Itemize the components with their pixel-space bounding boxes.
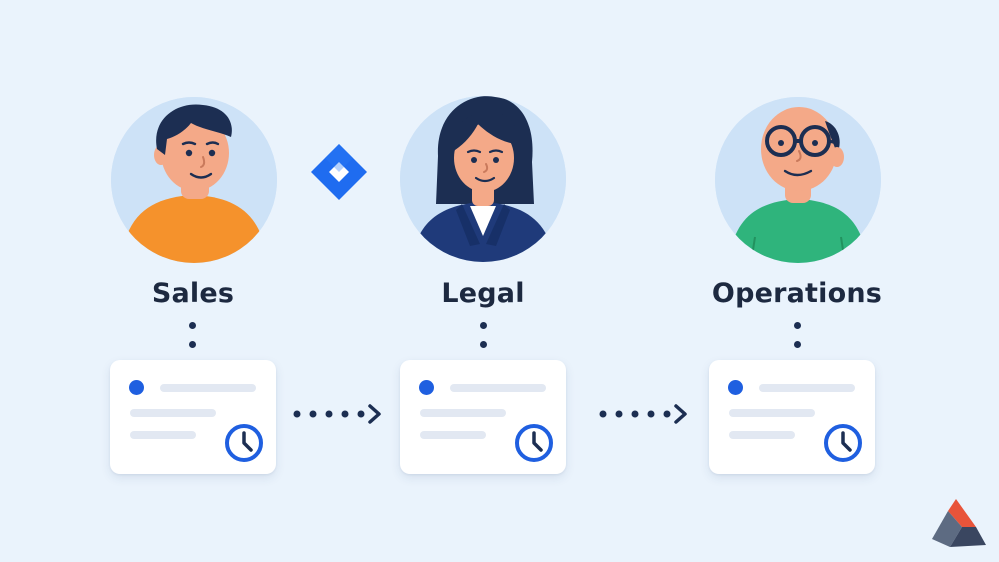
status-dot [129,380,144,395]
clock-icon [823,423,863,463]
placeholder-line [729,409,815,417]
dotted-arrow-icon [292,402,384,426]
legal-avatar [400,96,566,262]
operations-avatar [715,97,881,263]
team-label-legal: Legal [441,278,525,309]
sales-avatar [111,97,277,263]
connector-dots [480,322,488,360]
placeholder-line [420,431,486,439]
status-dot [728,380,743,395]
clock-icon [224,423,264,463]
placeholder-line [450,384,546,392]
team-label-operations: Operations [711,278,883,309]
task-card-operations [709,360,875,474]
team-label-sales: Sales [151,278,235,309]
placeholder-line [130,431,196,439]
jira-diamond-icon [309,142,369,202]
placeholder-line [759,384,855,392]
placeholder-line [729,431,795,439]
clock-icon [514,423,554,463]
placeholder-line [160,384,256,392]
connector-dots [189,322,197,360]
placeholder-line [130,409,216,417]
task-card-sales [110,360,276,474]
placeholder-line [420,409,506,417]
brand-logo-icon [930,497,988,551]
status-dot [419,380,434,395]
dotted-arrow-icon [598,402,690,426]
connector-dots [794,322,802,360]
task-card-legal [400,360,566,474]
